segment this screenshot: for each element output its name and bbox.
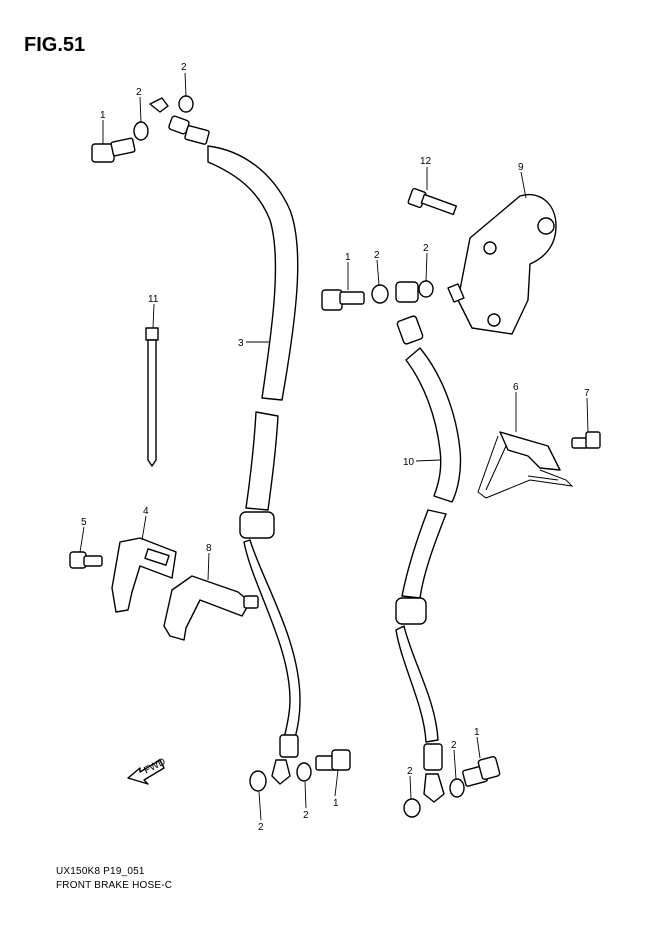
hose-10-bottom-ferrule [423, 743, 443, 771]
bolt-7-head [585, 431, 601, 449]
hose-3-middle-body [245, 411, 279, 511]
callout-11: 11 [148, 294, 159, 305]
callout-2: 2 [451, 740, 457, 751]
bolt-7[interactable] [571, 431, 601, 449]
hose-10-top-ferrule [396, 315, 424, 345]
joint-9-port [537, 217, 555, 235]
bolt-12[interactable] [407, 187, 458, 216]
callout-1: 1 [100, 110, 106, 121]
callout-4: 4 [143, 506, 149, 517]
forward-arrow-icon: FWD [127, 756, 168, 785]
clamp-6[interactable] [477, 431, 574, 499]
bolt-1-head [91, 143, 115, 163]
washer-2-top-left-b[interactable] [178, 95, 194, 113]
joint-9-mount-hole [487, 313, 501, 327]
hose-10-lower-line [395, 625, 439, 743]
hose-10-grommet [395, 597, 427, 625]
washer-2-bottom-left-a[interactable] [249, 770, 267, 792]
bolt-1-shank [110, 137, 136, 157]
callout-8: 8 [206, 543, 212, 554]
callout-1: 1 [474, 727, 480, 738]
callout-2: 2 [181, 62, 187, 73]
hose-3-bottom-ferrule [279, 734, 299, 758]
joint-9-bolt-hole [483, 241, 497, 255]
hose-10-middle-body [401, 509, 447, 599]
callout-labels: 2 2 1 12 9 1 2 2 11 3 6 7 10 5 4 8 2 2 1… [81, 62, 590, 833]
bolt-1br-head [477, 755, 501, 781]
callout-10: 10 [403, 457, 415, 468]
hose-3-lower-line [243, 539, 301, 741]
hose-3-top-clip [149, 97, 169, 113]
callout-2: 2 [407, 766, 413, 777]
cable-tie-11[interactable] [145, 327, 159, 467]
joint-9-body [457, 194, 557, 335]
bracket-8[interactable] [163, 575, 259, 641]
washer-2-middle-a[interactable] [371, 284, 389, 304]
hose-joint-9[interactable] [447, 194, 557, 335]
union-bolt-1-top-left[interactable] [91, 137, 136, 163]
clamp-6-wire-inner [485, 445, 559, 491]
callout-1: 1 [333, 798, 339, 809]
callout-2: 2 [374, 250, 380, 261]
clamp-6-wire [477, 435, 574, 499]
brake-hose-3[interactable] [149, 97, 301, 785]
callout-9: 9 [518, 162, 524, 173]
hose-3-grommet [239, 511, 275, 539]
washer-2-top-left-a[interactable] [133, 121, 149, 141]
union-bolt-1-bottom-left[interactable] [315, 749, 351, 771]
hose-3-top-ferrule [184, 125, 210, 145]
bolt-5-shank [83, 555, 103, 567]
callout-2: 2 [136, 87, 142, 98]
washer-2-bottom-right-a[interactable] [403, 798, 421, 818]
union-bolt-1-bottom-right[interactable] [462, 755, 501, 787]
bolt-12-shank [420, 193, 458, 216]
diagram-code: UX150K8 P19_051 [56, 866, 145, 877]
hose-3-bottom-banjo [271, 759, 291, 785]
union-bolt-1-middle[interactable] [321, 289, 365, 311]
bracket-4-slot [144, 548, 170, 566]
bolt-1bl-head [331, 749, 351, 771]
hose-10-top-banjo [395, 281, 419, 303]
leader-lines [79, 72, 589, 821]
hose-3-upper-body [207, 145, 299, 401]
callout-6: 6 [513, 382, 519, 393]
brake-hose-10[interactable] [395, 281, 462, 803]
bolt-5[interactable] [69, 551, 103, 569]
callout-2: 2 [423, 243, 429, 254]
callout-12: 12 [420, 156, 432, 167]
washer-2-middle-b[interactable] [418, 280, 434, 298]
bolt-1m-shank [339, 291, 365, 305]
cable-tie-11-head [145, 327, 159, 341]
bolt-1m-head [321, 289, 343, 311]
bracket-4-body [111, 537, 177, 613]
cable-tie-11-strap [147, 339, 157, 467]
callout-2: 2 [303, 810, 309, 821]
clamp-6-band [499, 431, 561, 471]
callout-5: 5 [81, 517, 87, 528]
callout-1: 1 [345, 252, 351, 263]
washer-2-bottom-left-b[interactable] [296, 762, 312, 782]
joint-9-tab [447, 283, 465, 303]
bracket-8-body [163, 575, 251, 641]
callout-2: 2 [258, 822, 264, 833]
bracket-8-tab [243, 595, 259, 609]
callout-3: 3 [238, 338, 244, 349]
hose-10-bottom-banjo [423, 773, 445, 803]
hose-10-upper-body [405, 347, 462, 503]
figure-title: FIG.51 [24, 34, 86, 56]
diagram-caption: FRONT BRAKE HOSE-C [56, 880, 173, 891]
bracket-4[interactable] [111, 537, 177, 613]
callout-7: 7 [584, 388, 590, 399]
washer-2-bottom-right-b[interactable] [449, 778, 465, 798]
